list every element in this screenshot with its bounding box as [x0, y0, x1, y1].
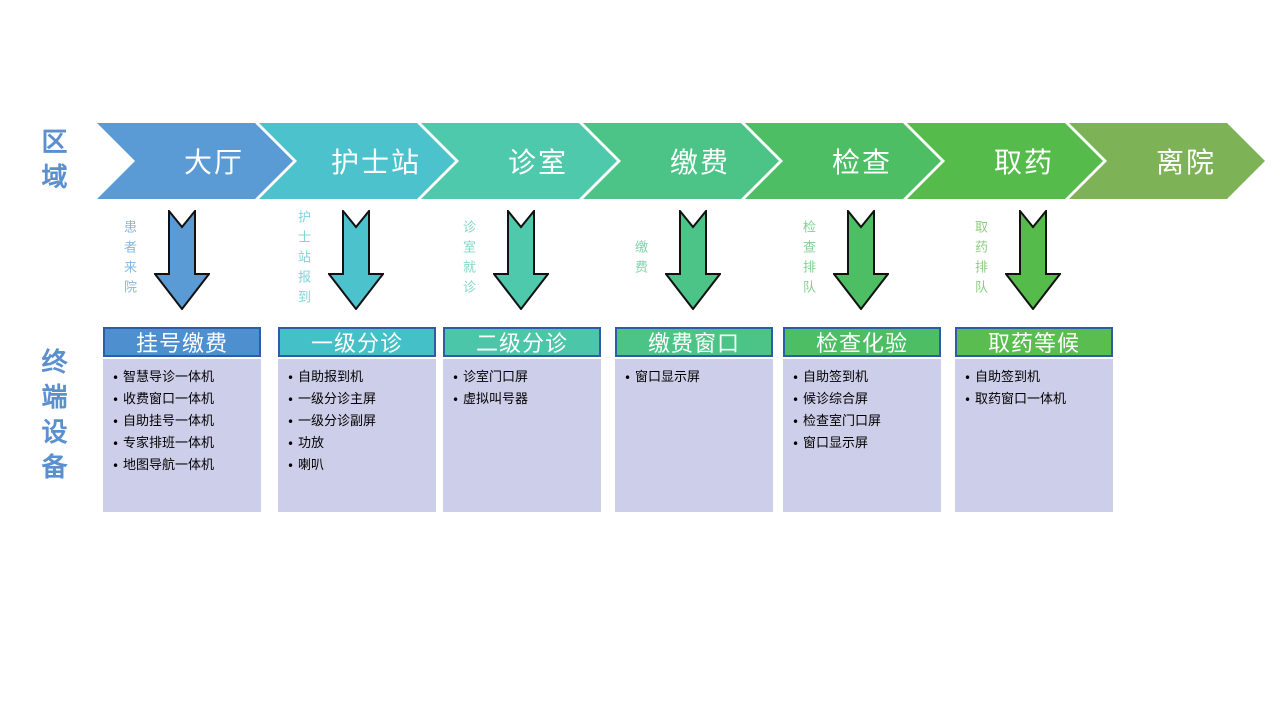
flow-label: 诊室就诊: [460, 220, 475, 300]
device-box-title: 检查化验: [815, 332, 908, 357]
device-item: 候诊综合屏: [791, 389, 937, 411]
device-box-header: 检查化验: [783, 327, 941, 357]
stage-label: 诊室: [507, 146, 568, 179]
down-arrow-icon: [665, 210, 721, 310]
device-item: 虚拟叫号器: [451, 389, 597, 411]
device-item: 检查室门口屏: [791, 411, 937, 433]
flow-step: 取药排队: [969, 208, 1061, 312]
stage-chevron: 大厅: [97, 123, 293, 199]
device-box-body: 窗口显示屏: [615, 359, 773, 512]
stage-label: 离院: [1155, 146, 1216, 179]
device-box-body: 诊室门口屏 虚拟叫号器: [443, 359, 601, 512]
row-label-terminal-devices: 终端设备: [37, 348, 67, 488]
device-box-header: 取药等候: [955, 327, 1113, 357]
flow-step: 患者来院: [118, 208, 210, 312]
flow-arrow-path: [1005, 210, 1061, 310]
device-box-header: 二级分诊: [443, 327, 601, 357]
device-box: 取药等候 自助签到机 取药窗口一体机: [955, 327, 1113, 512]
flow-arrow-path: [665, 210, 721, 310]
device-item: 地图导航一体机: [111, 455, 257, 477]
flow-arrow-path: [493, 210, 549, 310]
row-label-area: 区域: [37, 128, 67, 198]
device-box-title: 一级分诊: [310, 332, 403, 357]
device-list: 智慧导诊一体机 收费窗口一体机 自助挂号一体机 专家排班一体机 地图导航一体机: [111, 367, 257, 477]
device-list: 诊室门口屏 虚拟叫号器: [451, 367, 597, 411]
down-arrow-icon: [1005, 210, 1061, 310]
device-list: 自助报到机 一级分诊主屏 一级分诊副屏 功放 喇叭: [286, 367, 432, 477]
stage-label: 检查: [831, 146, 892, 179]
device-box-body: 自助报到机 一级分诊主屏 一级分诊副屏 功放 喇叭: [278, 359, 436, 512]
device-box-title: 取药等候: [987, 332, 1080, 357]
device-list: 自助签到机 取药窗口一体机: [963, 367, 1109, 411]
device-box-body: 自助签到机 候诊综合屏 检查室门口屏 窗口显示屏: [783, 359, 941, 512]
device-box-header: 挂号缴费: [103, 327, 261, 357]
device-box-header: 一级分诊: [278, 327, 436, 357]
device-box-body: 智慧导诊一体机 收费窗口一体机 自助挂号一体机 专家排班一体机 地图导航一体机: [103, 359, 261, 512]
flow-label: 取药排队: [972, 220, 987, 300]
device-item: 一级分诊副屏: [286, 411, 432, 433]
device-box-title: 缴费窗口: [647, 332, 740, 357]
device-list: 窗口显示屏: [623, 367, 769, 389]
device-item: 功放: [286, 433, 432, 455]
device-box-title: 挂号缴费: [135, 332, 228, 357]
flow-step: 缴费: [629, 208, 721, 312]
flow-label: 患者来院: [121, 220, 136, 300]
device-box-header: 缴费窗口: [615, 327, 773, 357]
device-item: 专家排班一体机: [111, 433, 257, 455]
device-item: 窗口显示屏: [791, 433, 937, 455]
device-item: 取药窗口一体机: [963, 389, 1109, 411]
device-box: 二级分诊 诊室门口屏 虚拟叫号器: [443, 327, 601, 512]
flow-step: 诊室就诊: [457, 208, 549, 312]
device-item: 自助签到机: [791, 367, 937, 389]
device-item: 自助签到机: [963, 367, 1109, 389]
flow-arrow-path: [328, 210, 384, 310]
device-item: 喇叭: [286, 455, 432, 477]
flow-step: 检查排队: [797, 208, 889, 312]
device-box-title: 二级分诊: [475, 332, 568, 357]
down-arrow-icon: [493, 210, 549, 310]
device-item: 诊室门口屏: [451, 367, 597, 389]
down-arrow-icon: [328, 210, 384, 310]
device-box: 挂号缴费 智慧导诊一体机 收费窗口一体机 自助挂号一体机 专家排班一体机 地图导…: [103, 327, 261, 512]
flow-label: 缴费: [632, 240, 647, 280]
device-item: 一级分诊主屏: [286, 389, 432, 411]
device-box: 一级分诊 自助报到机 一级分诊主屏 一级分诊副屏 功放 喇叭: [278, 327, 436, 512]
stage-label: 缴费: [669, 146, 730, 179]
device-box: 缴费窗口 窗口显示屏: [615, 327, 773, 512]
stage-label: 护士站: [330, 146, 421, 179]
stage-chevron: 检查: [745, 123, 941, 199]
device-item: 自助挂号一体机: [111, 411, 257, 433]
device-list: 自助签到机 候诊综合屏 检查室门口屏 窗口显示屏: [791, 367, 937, 455]
device-item: 智慧导诊一体机: [111, 367, 257, 389]
flow-arrow-path: [154, 210, 210, 310]
flow-label: 护士站报到: [295, 210, 310, 310]
stage-label: 大厅: [183, 146, 244, 179]
down-arrow-icon: [833, 210, 889, 310]
stage-label: 取药: [993, 146, 1054, 179]
device-box-body: 自助签到机 取药窗口一体机: [955, 359, 1113, 512]
device-box: 检查化验 自助签到机 候诊综合屏 检查室门口屏 窗口显示屏: [783, 327, 941, 512]
flow-step: 护士站报到: [292, 208, 384, 312]
flow-label: 检查排队: [800, 220, 815, 300]
down-arrow-icon: [154, 210, 210, 310]
device-item: 窗口显示屏: [623, 367, 769, 389]
device-item: 自助报到机: [286, 367, 432, 389]
flow-arrow-path: [833, 210, 889, 310]
device-item: 收费窗口一体机: [111, 389, 257, 411]
